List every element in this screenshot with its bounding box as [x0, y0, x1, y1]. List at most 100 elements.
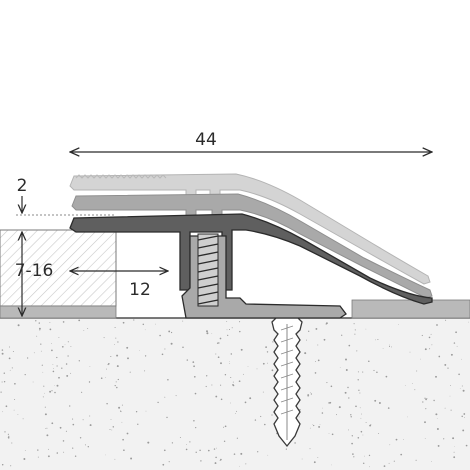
screed-speckle [260, 415, 262, 418]
screed-speckle [144, 329, 146, 331]
screed-speckle [147, 441, 150, 444]
screed-speckle [11, 442, 13, 444]
screed-speckle [1, 349, 4, 351]
screed-speckle [170, 342, 173, 345]
screed-speckle [65, 430, 67, 432]
screed-speckle [348, 397, 350, 399]
screed-speckle [72, 447, 74, 449]
screed-speckle [456, 345, 458, 347]
screed-speckle [362, 371, 364, 373]
screed-speckle [206, 332, 209, 335]
screed-speckle [336, 414, 337, 416]
screed-speckle [13, 409, 15, 411]
screed-speckle [362, 434, 364, 436]
screed-speckle [431, 461, 432, 463]
screed-speckle [126, 346, 129, 349]
screed-speckle [239, 321, 241, 323]
screed-speckle [44, 406, 46, 408]
screed-speckle [350, 414, 352, 416]
screed-speckle [228, 328, 231, 331]
screed-speckle [105, 368, 107, 370]
screed-speckle [271, 369, 274, 372]
screed-speckle [175, 395, 177, 397]
screed-speckle [436, 418, 438, 419]
screed-speckle [135, 411, 138, 413]
screed-speckle [313, 424, 315, 427]
screed-speckle [249, 397, 252, 400]
screed-speckle [115, 381, 117, 383]
screed-speckle [437, 444, 440, 447]
screed-speckle [359, 392, 361, 394]
screed-speckle [58, 376, 60, 379]
screed-speckle [458, 373, 460, 376]
screed-speckle [107, 364, 109, 366]
screed-speckle [400, 453, 403, 456]
screed-speckle [127, 357, 129, 360]
screed-speckle [360, 430, 363, 433]
screed-speckle [236, 410, 237, 412]
screed-speckle [200, 460, 202, 462]
screed-speckle [449, 395, 451, 397]
screed-speckle [450, 384, 451, 386]
screed-speckle [315, 327, 318, 330]
screed-speckle [438, 355, 441, 358]
screed-speckle [389, 444, 391, 446]
screed-speckle [56, 356, 58, 359]
screed-speckle [220, 362, 222, 365]
screed-speckle [383, 465, 386, 467]
screed-speckle [362, 462, 365, 465]
screed-speckle [422, 401, 424, 403]
screed-speckle [352, 453, 354, 455]
screed-speckle [444, 363, 447, 366]
screed-speckle [207, 449, 210, 452]
screed-speckle [84, 444, 86, 446]
screed-speckle [301, 458, 303, 460]
screed-speckle [387, 407, 390, 409]
screed-speckle [431, 344, 433, 346]
screed-speckle [444, 407, 446, 409]
screed-speckle [294, 442, 296, 444]
screed-speckle [23, 458, 26, 460]
screed-speckle [245, 463, 247, 465]
screed-speckle [163, 449, 166, 452]
screed-speckle [61, 345, 64, 348]
screed-speckle [139, 350, 140, 351]
screed-speckle [4, 431, 6, 433]
screed-speckle [232, 381, 234, 383]
screed-speckle [228, 361, 230, 362]
screed-speckle [378, 433, 380, 435]
screed-speckle [224, 425, 227, 428]
screed-speckle [186, 359, 189, 361]
screed-speckle [317, 359, 320, 362]
screed-speckle [168, 330, 171, 333]
screed-speckle [195, 427, 197, 429]
screed-speckle [26, 357, 29, 359]
screed-speckle [407, 416, 408, 418]
screed-speckle [168, 461, 170, 463]
screed-speckle [409, 351, 411, 353]
screed-speckle [81, 391, 83, 393]
screed-speckle [357, 437, 360, 439]
screed-speckle [416, 370, 418, 372]
screed-speckle [5, 405, 8, 408]
screed-speckle [429, 348, 431, 350]
screed-speckle [106, 402, 108, 405]
screed-speckle [164, 348, 166, 350]
screed-speckle [435, 375, 437, 378]
screed-speckle [355, 405, 357, 408]
screed-speckle [61, 367, 63, 369]
screed-speckle [348, 344, 351, 347]
screed-speckle [87, 328, 89, 329]
screed-speckle [425, 408, 427, 410]
screed-speckle [347, 386, 349, 389]
screed-speckle [217, 356, 220, 359]
screed-speckle [171, 331, 173, 334]
screed-speckle [56, 365, 58, 367]
screed-speckle [353, 323, 355, 325]
screed-speckle [215, 395, 218, 398]
screed-speckle [114, 326, 116, 329]
screed-speckle [206, 330, 208, 333]
screed-speckle [256, 368, 258, 370]
screed-speckle [262, 362, 265, 365]
